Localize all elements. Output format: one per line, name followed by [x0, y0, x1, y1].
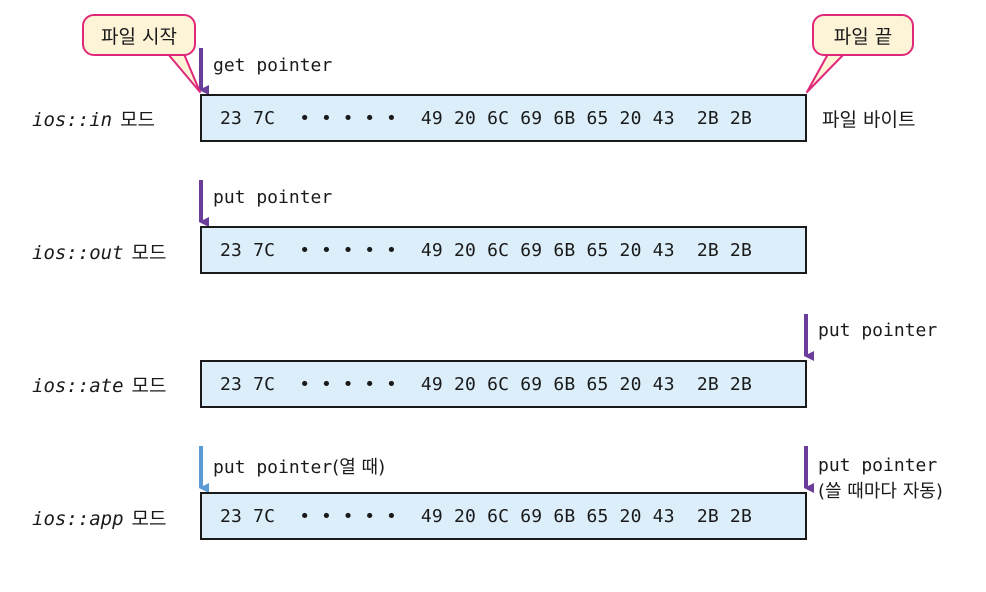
file-start-callout: 파일 시작	[82, 14, 196, 56]
file-bytes: 23 7C • • • • • 49 20 6C 69 6B 65 20 43 …	[220, 373, 752, 395]
file-bytes: 23 7C • • • • • 49 20 6C 69 6B 65 20 43 …	[220, 505, 752, 527]
in-pointer-label: get pointer	[213, 55, 333, 76]
ate-pointer-label: put pointer	[818, 320, 938, 341]
app-open-pointer-label: put pointer(열 때)	[213, 457, 386, 478]
file-bytes: 23 7C • • • • • 49 20 6C 69 6B 65 20 43 …	[220, 239, 752, 261]
out-file-bar: 23 7C • • • • • 49 20 6C 69 6B 65 20 43 …	[200, 226, 807, 274]
file-start-label: 파일 시작	[101, 25, 177, 48]
out-pointer-label: put pointer	[213, 187, 333, 208]
file-end-callout: 파일 끝	[812, 14, 914, 56]
ate-file-bar: 23 7C • • • • • 49 20 6C 69 6B 65 20 43 …	[200, 360, 807, 408]
in-file-bar: 23 7C • • • • • 49 20 6C 69 6B 65 20 43 …	[200, 94, 807, 142]
file-bytes-label: 파일 바이트	[822, 109, 916, 131]
app-file-bar: 23 7C • • • • • 49 20 6C 69 6B 65 20 43 …	[200, 492, 807, 540]
file-bytes: 23 7C • • • • • 49 20 6C 69 6B 65 20 43 …	[220, 107, 752, 129]
app-write-pointer-label: put pointer (쓸 때마다 자동)	[818, 455, 943, 502]
file-end-label: 파일 끝	[833, 25, 893, 48]
